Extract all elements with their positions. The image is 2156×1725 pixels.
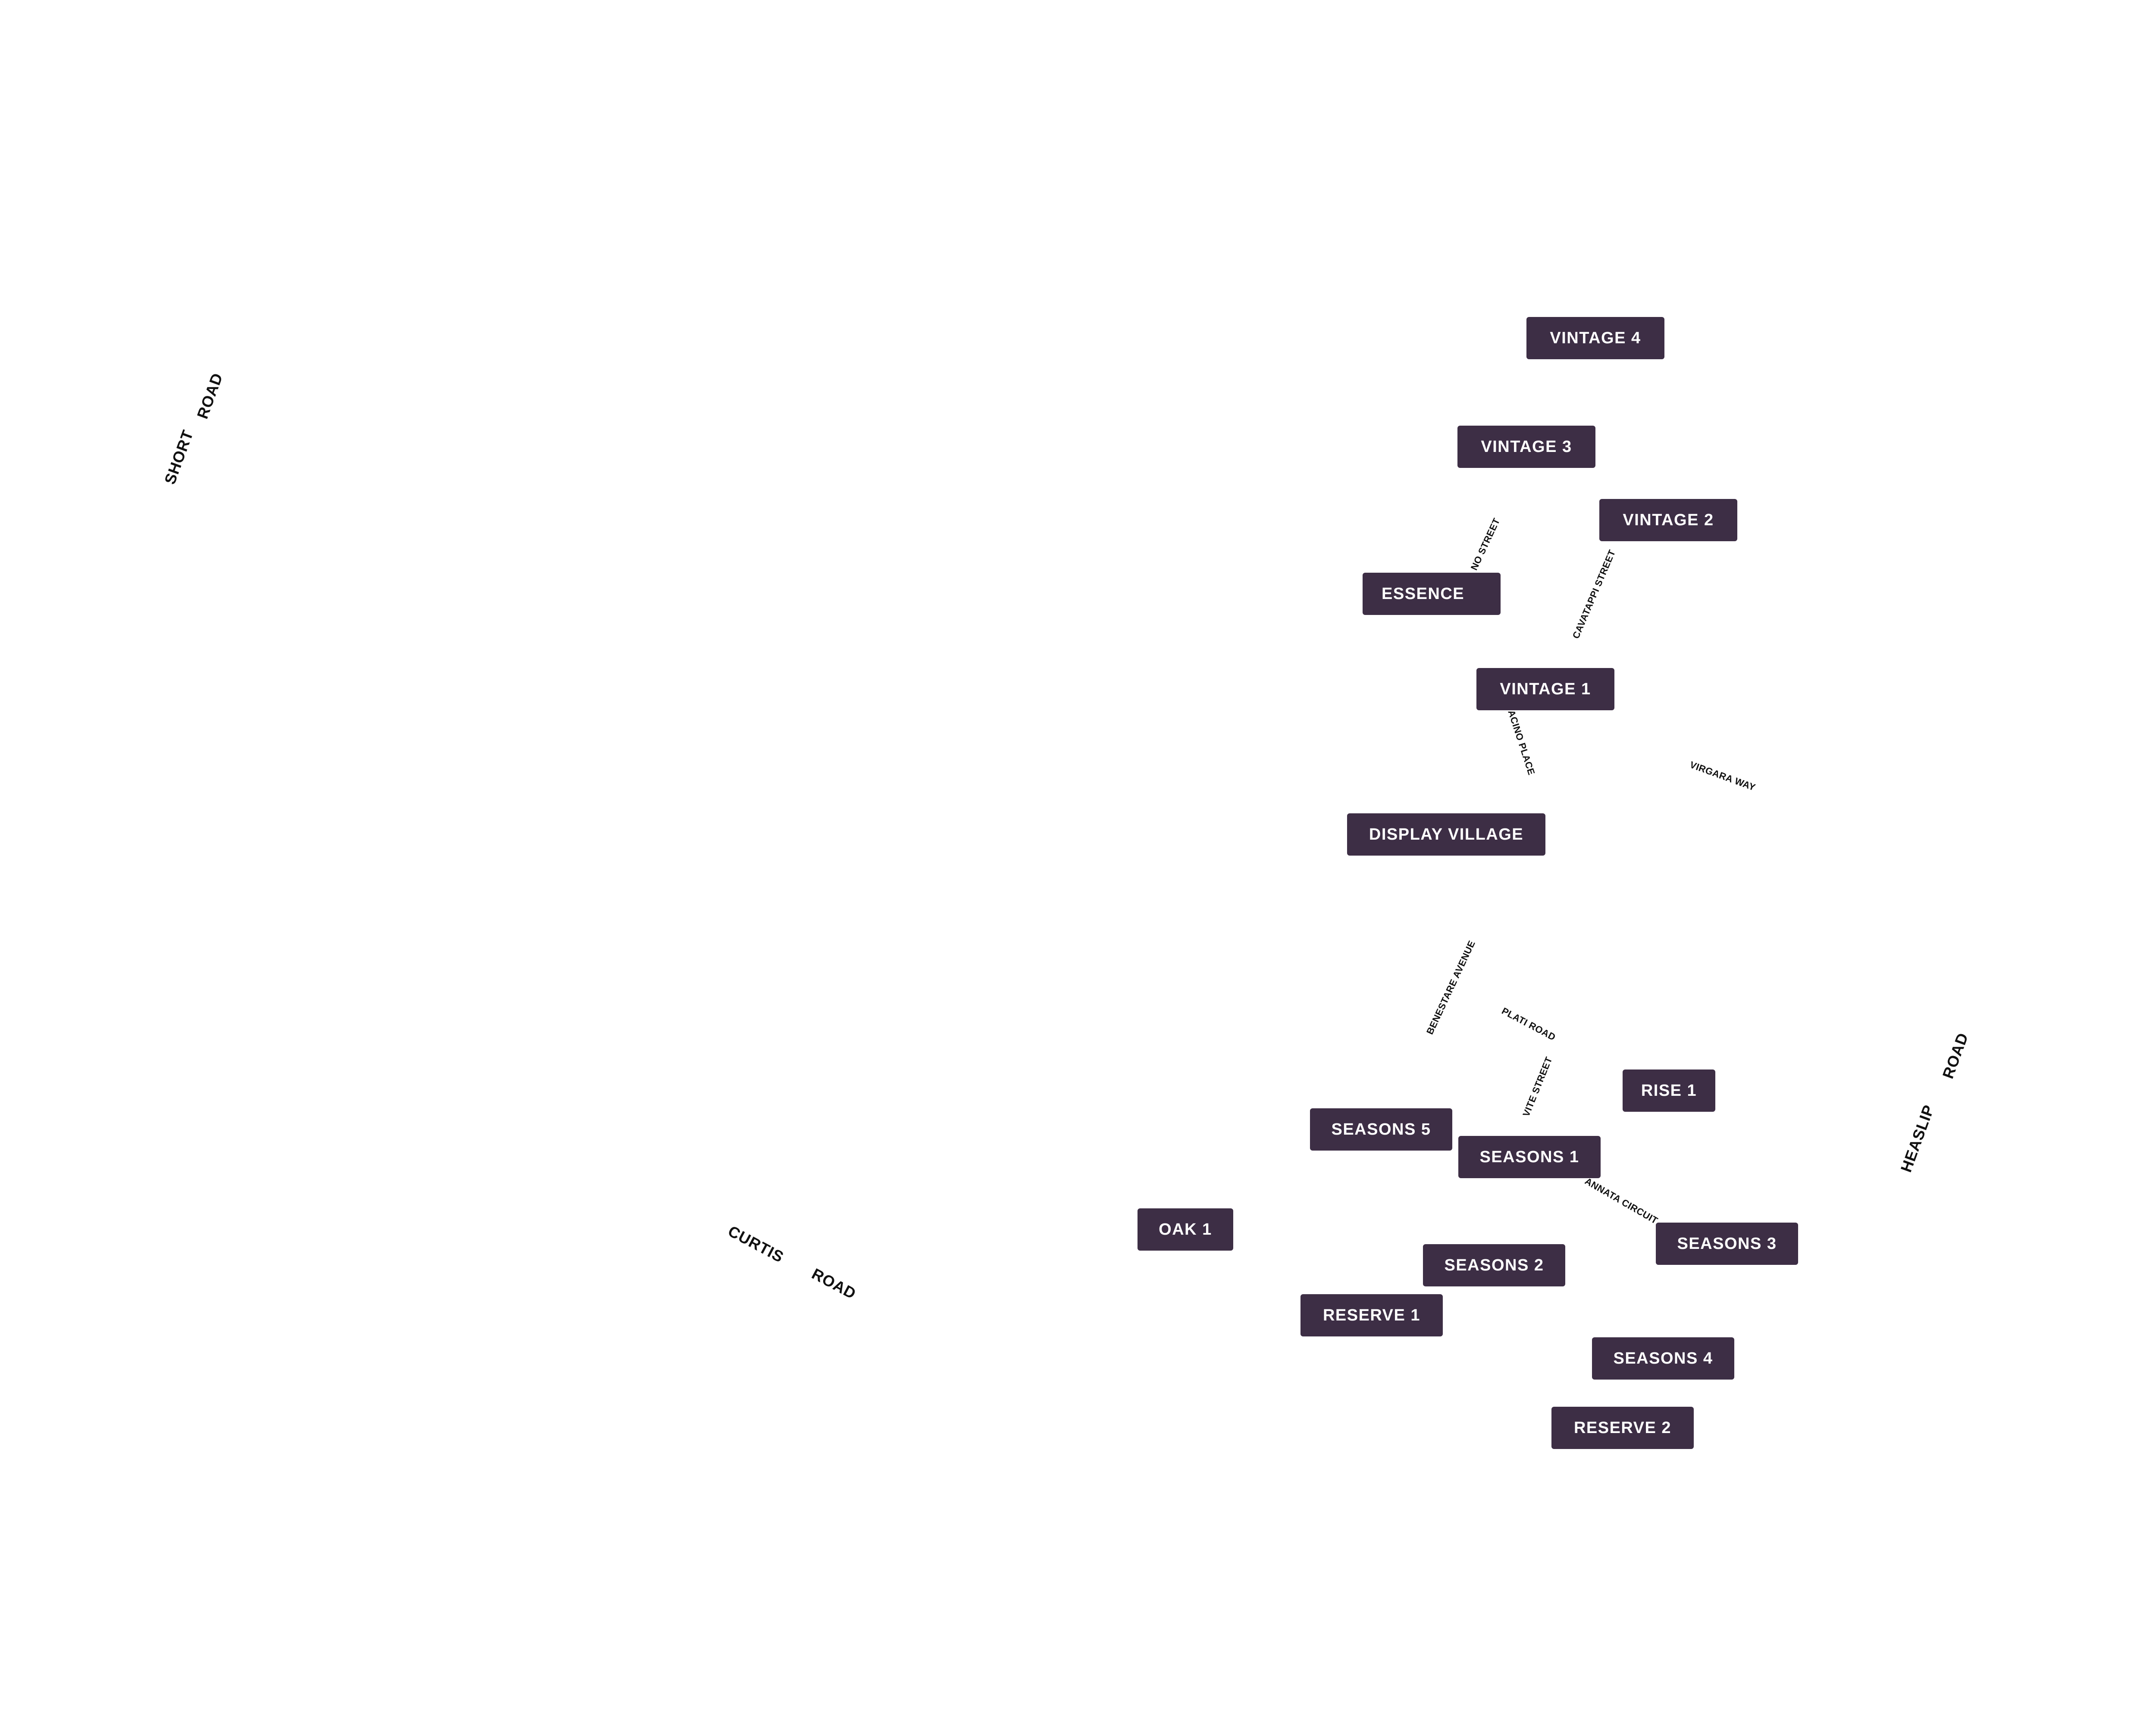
road-label-curtis: CURTIS	[725, 1222, 787, 1266]
stage-label-seasons-2[interactable]: SEASONS 2	[1423, 1244, 1565, 1286]
road-label-curtis-road: ROAD	[809, 1264, 859, 1303]
stage-label-vintage-3[interactable]: VINTAGE 3	[1457, 426, 1595, 468]
stage-label-rise-1[interactable]: RISE 1	[1623, 1070, 1715, 1112]
stage-label-vintage-1[interactable]: VINTAGE 1	[1476, 668, 1614, 710]
stage-label-seasons-1[interactable]: SEASONS 1	[1458, 1136, 1601, 1178]
road-label-vite-street: VITE STREET	[1520, 1055, 1554, 1118]
stage-label-essence[interactable]: ESSENCE	[1363, 573, 1501, 615]
road-label-short: SHORT	[160, 427, 197, 487]
stage-label-vintage-4[interactable]: VINTAGE 4	[1526, 317, 1664, 359]
road-label-heaslip: HEASLIP	[1897, 1102, 1938, 1175]
road-label-plati-road: PLATI ROAD	[1500, 1005, 1557, 1043]
road-label-virgara-way: VIRGARA WAY	[1688, 759, 1757, 793]
stage-label-seasons-4[interactable]: SEASONS 4	[1592, 1337, 1734, 1380]
road-label-cavatappi-street: CAVATAPPI STREET	[1570, 548, 1618, 640]
road-label-annata-circuit: ANNATA CIRCUIT	[1583, 1175, 1660, 1226]
stage-label-reserve-2[interactable]: RESERVE 2	[1551, 1407, 1694, 1449]
stage-label-vintage-2[interactable]: VINTAGE 2	[1599, 499, 1737, 541]
road-label-heaslip-road: ROAD	[1939, 1030, 1972, 1081]
stage-label-display-village[interactable]: DISPLAY VILLAGE	[1347, 813, 1545, 856]
stage-label-seasons-3[interactable]: SEASONS 3	[1656, 1223, 1798, 1265]
stage-label-reserve-1[interactable]: RESERVE 1	[1300, 1294, 1443, 1336]
road-label-acino-place: ACINO PLACE	[1506, 709, 1537, 777]
road-label-acino-street: NO STREET	[1468, 516, 1502, 572]
road-label-short-road: ROAD	[193, 370, 226, 421]
road-label-benestare-avenue: BENESTARE AVENUE	[1424, 938, 1478, 1036]
stage-label-seasons-5[interactable]: SEASONS 5	[1310, 1108, 1452, 1151]
stage-label-oak-1[interactable]: OAK 1	[1138, 1208, 1233, 1251]
